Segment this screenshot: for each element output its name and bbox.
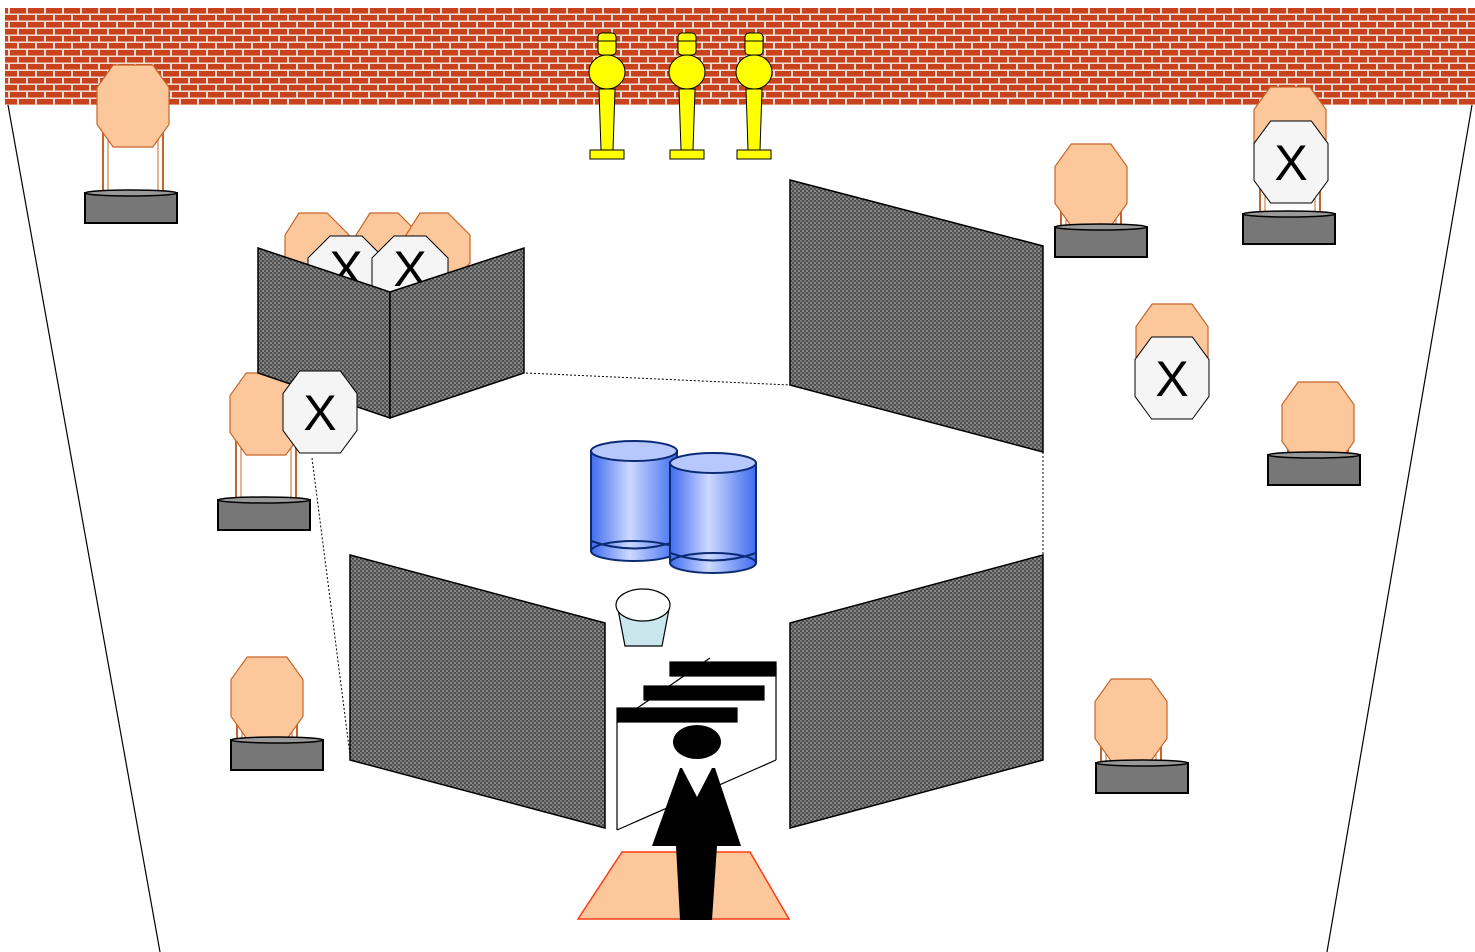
target-base bbox=[1242, 213, 1336, 245]
no-shoot-plate bbox=[282, 370, 358, 454]
no-shoot-target: X bbox=[282, 370, 358, 454]
table bbox=[616, 657, 777, 831]
right-bay-line bbox=[1326, 104, 1473, 952]
barrel bbox=[669, 452, 757, 574]
fault-lines bbox=[311, 372, 1044, 756]
paper-target bbox=[1054, 143, 1128, 227]
no-shoot-mark: X bbox=[1155, 351, 1188, 407]
target-base-top bbox=[1242, 210, 1336, 218]
left-bay-line bbox=[7, 104, 161, 952]
target-base bbox=[1095, 762, 1189, 794]
target-base bbox=[1267, 454, 1361, 486]
bucket bbox=[615, 588, 671, 647]
paper-target-stand bbox=[1054, 143, 1148, 258]
target-base-top bbox=[230, 736, 324, 744]
no-shoot-mark: X bbox=[303, 385, 336, 441]
barricade-upper-right bbox=[789, 179, 1044, 453]
paper-target-stand bbox=[230, 656, 324, 771]
target-base-top bbox=[84, 189, 178, 197]
paper-targets bbox=[84, 64, 1361, 794]
barricade-lower-right bbox=[789, 554, 1044, 829]
paper-target-stand bbox=[1267, 381, 1361, 486]
target-base bbox=[217, 499, 311, 531]
paper-target bbox=[96, 64, 170, 148]
popper bbox=[735, 32, 773, 160]
target-base bbox=[84, 192, 178, 224]
shooter-body bbox=[652, 768, 741, 920]
no-shoot-target: X bbox=[1253, 120, 1329, 204]
no-shoot-targets: X X X bbox=[282, 120, 1329, 454]
no-shoot-plate bbox=[1134, 336, 1210, 420]
paper-target bbox=[1094, 678, 1168, 762]
shooter-figure bbox=[652, 725, 741, 920]
target-base-top bbox=[1054, 223, 1148, 231]
no-shoot-target: X bbox=[1134, 336, 1210, 420]
barrels bbox=[590, 440, 757, 574]
brick-wall bbox=[5, 8, 1475, 105]
target-base-top bbox=[217, 496, 311, 504]
barrel bbox=[590, 440, 678, 562]
popper bbox=[668, 32, 706, 160]
popper-targets bbox=[588, 32, 773, 160]
paper-target-stand bbox=[84, 64, 178, 224]
barricade-left-corner-b bbox=[389, 246, 525, 420]
target-base bbox=[230, 739, 324, 771]
paper-target-stand bbox=[1094, 678, 1189, 794]
barricades bbox=[257, 179, 1044, 829]
target-base-top bbox=[1267, 451, 1361, 459]
paper-target bbox=[230, 656, 304, 740]
target-base bbox=[1054, 226, 1148, 258]
shooter-head bbox=[673, 725, 721, 759]
popper bbox=[588, 32, 626, 160]
no-shoot-mark: X bbox=[1274, 135, 1307, 191]
no-shoot-plate bbox=[1253, 120, 1329, 204]
barricade-lower-left bbox=[349, 554, 606, 829]
target-base-top bbox=[1095, 759, 1189, 767]
